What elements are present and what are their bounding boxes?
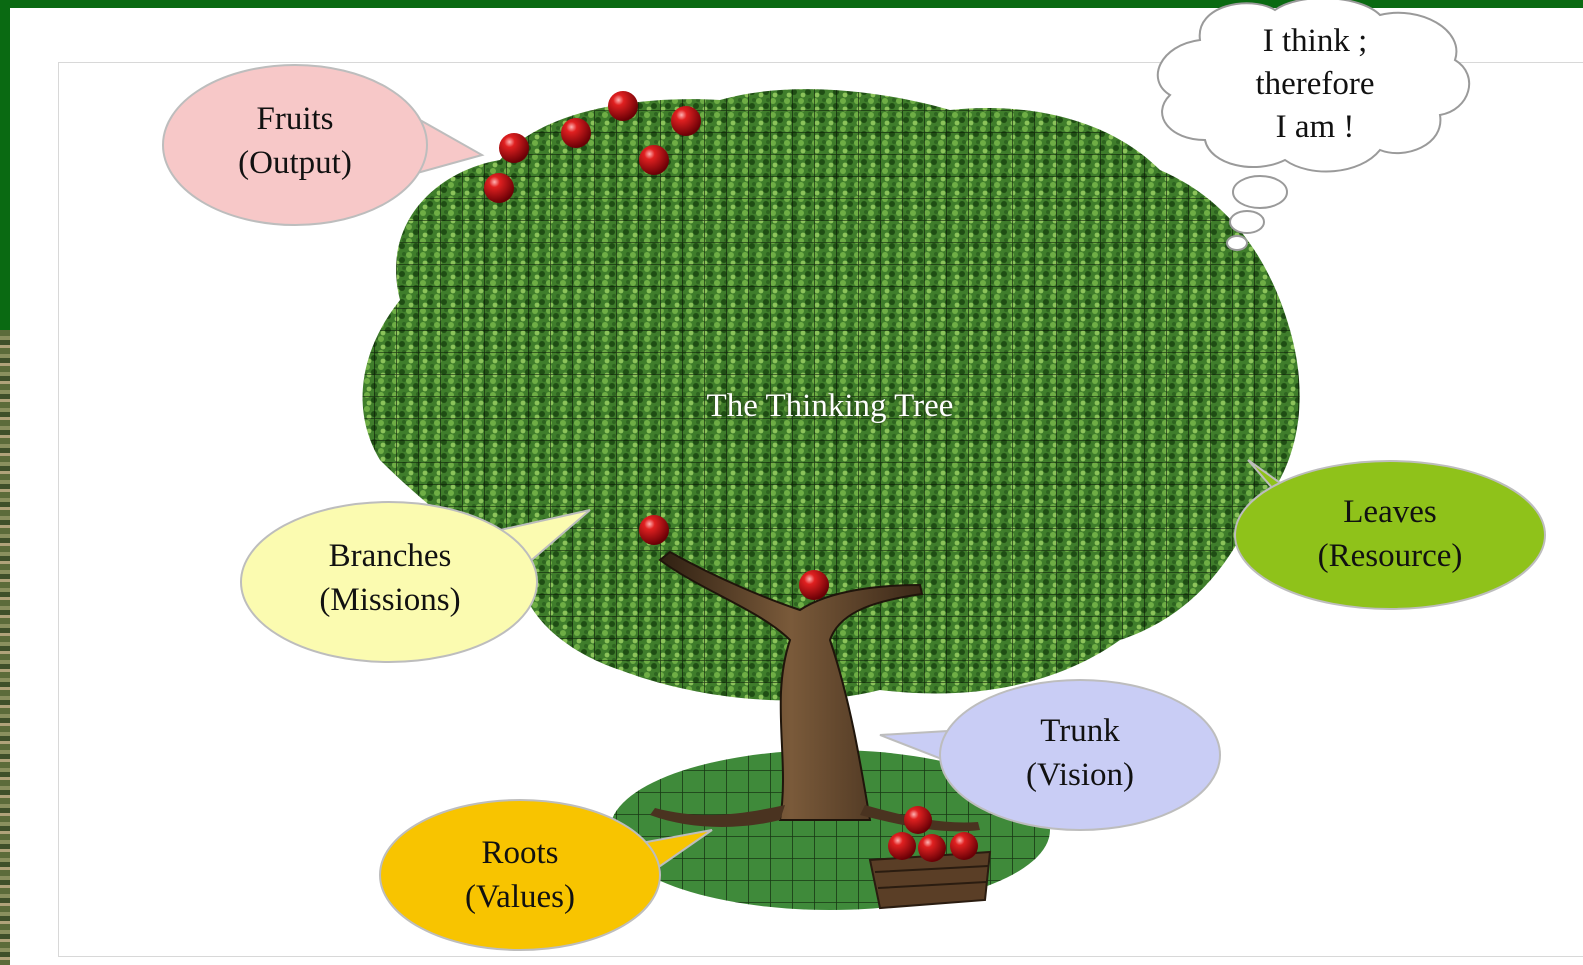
apple [888, 832, 916, 860]
apple [799, 570, 829, 600]
trunk-name: Trunk [1040, 713, 1120, 749]
diagram-title: The Thinking Tree [706, 388, 954, 424]
trunk-label: Trunk (Vision) [970, 709, 1190, 797]
roots-meaning: (Values) [465, 879, 575, 915]
apple [918, 834, 946, 862]
apple [484, 173, 514, 203]
apple [499, 133, 529, 163]
apple [639, 145, 669, 175]
thought-line-3: I am ! [1275, 109, 1355, 145]
apple-basket [868, 850, 992, 910]
apple [950, 832, 978, 860]
tree-canopy [362, 89, 1300, 701]
leaves-callout [1234, 459, 1546, 610]
thought-line-1: I think ; [1262, 23, 1368, 59]
thought-line-2: therefore [1255, 66, 1375, 102]
slide-frame-photo-strip [0, 330, 10, 965]
fruits-name: Fruits [256, 101, 334, 137]
branches-label: Branches (Missions) [280, 534, 500, 622]
fruits-label: Fruits (Output) [190, 97, 400, 185]
thought-cloud [1156, 0, 1471, 251]
apple [671, 106, 701, 136]
leaves-label: Leaves (Resource) [1280, 490, 1500, 578]
branches-meaning: (Missions) [319, 582, 461, 618]
roots-name: Roots [481, 835, 559, 871]
tree-trunk [650, 550, 980, 832]
fruits-meaning: (Output) [238, 145, 352, 181]
thought-text: I think ; therefore I am ! [1215, 20, 1415, 149]
trunk-callout [879, 679, 1221, 831]
fruits-callout [162, 64, 485, 226]
slide-frame-top [0, 0, 1583, 8]
apples [484, 91, 978, 862]
branches-name: Branches [328, 538, 452, 574]
roots-label: Roots (Values) [410, 831, 630, 919]
apple [639, 515, 669, 545]
apple [904, 806, 932, 834]
slide-frame-left [0, 0, 10, 330]
apple [561, 118, 591, 148]
leaves-name: Leaves [1343, 494, 1437, 530]
roots-callout [379, 799, 713, 951]
branches-callout [240, 501, 591, 663]
apple [608, 91, 638, 121]
trunk-meaning: (Vision) [1025, 757, 1134, 793]
leaves-meaning: (Resource) [1317, 538, 1463, 574]
